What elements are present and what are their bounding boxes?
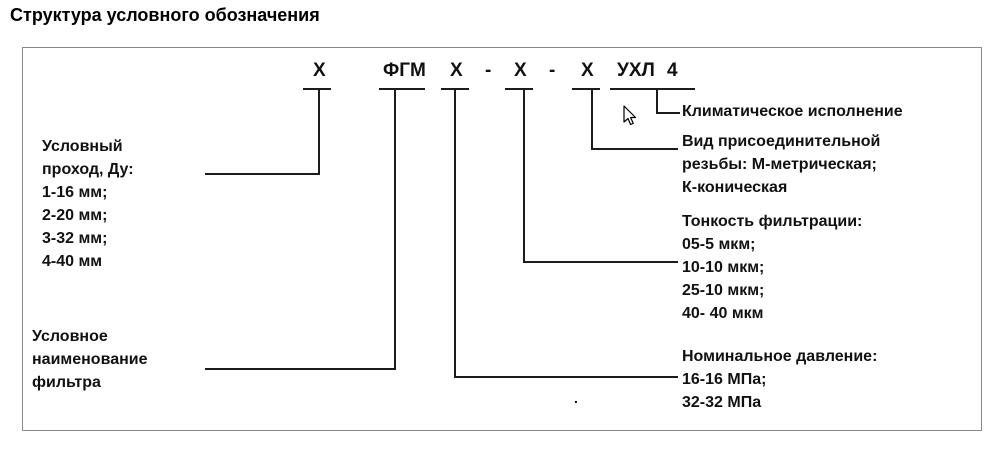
label-line: наименование <box>32 351 148 368</box>
page-title: Структура условного обозначения <box>10 5 320 25</box>
connector-line <box>454 376 678 378</box>
formula-token-du: Х <box>313 60 326 81</box>
formula-token-filtration: Х <box>514 60 527 81</box>
mouse-cursor-icon <box>623 105 637 126</box>
diagram-box <box>22 47 982 431</box>
connector-line <box>379 88 425 90</box>
label-line: 40- 40 мкм <box>682 305 764 322</box>
label-line: проход, Ду: <box>42 161 134 178</box>
connector-line <box>303 88 331 90</box>
formula-token-fgm: ФГМ <box>383 60 426 81</box>
label-line: Номинальное давление: <box>682 348 878 365</box>
connector-line <box>572 88 600 90</box>
label-line: Климатическое исполнение <box>682 103 903 120</box>
connector-line <box>656 88 658 114</box>
formula-token-uhl: УХЛ <box>617 60 655 81</box>
formula-dash: - <box>485 60 492 81</box>
label-line: Тонкость фильтрации: <box>682 213 863 230</box>
label-conditional-pass: Условный проход, Ду: 1-16 мм; 2-20 мм; 3… <box>42 135 134 273</box>
label-nominal-pressure: Номинальное давление: 16-16 МПа; 32-32 М… <box>682 345 877 414</box>
connector-line <box>523 88 525 263</box>
connector-line <box>318 88 320 175</box>
formula-token-pressure: Х <box>450 60 463 81</box>
label-line: резьбы: М-метрическая; <box>682 156 877 173</box>
connector-line <box>656 112 680 114</box>
label-line: Условное <box>32 328 108 345</box>
label-line: Условный <box>42 138 123 155</box>
formula-dash: - <box>549 60 556 81</box>
label-line: Вид присоединительной <box>682 133 881 150</box>
label-filtration-fineness: Тонкость фильтрации: 05-5 мкм; 10-10 мкм… <box>682 210 862 325</box>
connector-line <box>454 88 456 378</box>
label-line: 25-10 мкм; <box>682 282 765 299</box>
label-line: 32-32 МПа <box>682 394 762 411</box>
label-line: 2-20 мм; <box>42 207 108 224</box>
formula-token-4: 4 <box>667 60 678 81</box>
formula-token-thread: Х <box>581 60 594 81</box>
label-line: К-коническая <box>682 179 788 196</box>
connector-line <box>523 261 678 263</box>
label-line: 16-16 МПа; <box>682 371 767 388</box>
label-line: 10-10 мкм; <box>682 259 765 276</box>
connector-line <box>505 88 533 90</box>
label-line: 05-5 мкм; <box>682 236 756 253</box>
label-thread-type: Вид присоединительной резьбы: М-метричес… <box>682 130 880 199</box>
connector-line <box>591 88 593 150</box>
label-line: 3-32 мм; <box>42 230 108 247</box>
connector-line <box>394 88 396 370</box>
label-climate: Климатическое исполнение <box>682 100 903 123</box>
label-filter-name: Условное наименование фильтра <box>32 325 148 394</box>
connector-line <box>591 148 678 150</box>
stray-dot: . <box>574 390 578 406</box>
connector-line <box>205 173 320 175</box>
label-line: 4-40 мм <box>42 253 103 270</box>
connector-line <box>610 88 695 90</box>
label-line: фильтра <box>32 374 101 391</box>
label-line: 1-16 мм; <box>42 184 108 201</box>
connector-line <box>205 368 396 370</box>
